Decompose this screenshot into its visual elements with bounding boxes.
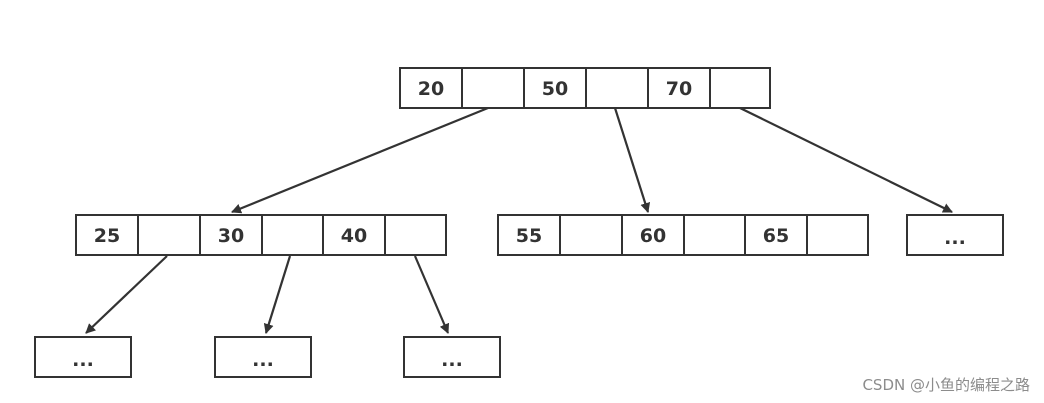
leaf-node-3: ... [403,336,501,378]
right-node-ellipsis: ... [944,227,966,249]
edges [85,106,953,334]
leaf-node-3-box [403,336,501,378]
leaf-node-1-ellipsis: ... [72,349,94,371]
middle-child-node: 55 60 65 [497,214,869,256]
middle-node-key-3: 65 [763,225,789,247]
middle-node-key-2: 60 [640,225,666,247]
left-child-node: 25 30 40 [75,214,447,256]
edge-root-to-left-node [231,106,489,214]
left-node-cell-pointer-1 [137,214,201,256]
leaf-node-2: ... [214,336,312,378]
right-node-box [906,214,1004,256]
edge-left-node-to-leaf-2 [263,255,292,334]
root-key-2: 50 [542,78,568,100]
left-node-cell-key-3 [322,214,386,256]
leaf-node-1: ... [34,336,132,378]
root-key-1: 20 [418,78,444,100]
edge-root-to-middle-node [613,107,651,213]
middle-node-key-1: 55 [516,225,542,247]
root-cell-pointer-3 [709,67,771,109]
left-node-cell-key-2 [199,214,263,256]
middle-node-cell-pointer-1 [559,214,623,256]
watermark-text: CSDN @小鱼的编程之路 [862,376,1030,394]
leaf-node-2-ellipsis: ... [252,349,274,371]
edge-left-node-to-leaf-3 [413,255,450,334]
right-child-node: ... [906,214,1004,256]
root-cell-pointer-1 [461,67,525,109]
left-node-key-2: 30 [218,225,244,247]
root-node: 20 50 70 [399,67,771,109]
leaf-node-3-ellipsis: ... [441,349,463,371]
root-cell-key-1 [399,67,463,109]
left-node-cell-key-1 [75,214,139,256]
left-node-cell-pointer-3 [384,214,447,256]
leaf-node-2-box [214,336,312,378]
middle-node-cell-pointer-2 [683,214,746,256]
middle-node-cell-key-3 [744,214,808,256]
edge-root-to-right-node [739,107,953,213]
middle-node-cell-key-2 [621,214,685,256]
left-node-cell-pointer-2 [261,214,324,256]
edge-left-node-to-leaf-1 [85,255,168,334]
left-node-key-1: 25 [94,225,120,247]
middle-node-cell-pointer-3 [806,214,869,256]
leaf-node-1-box [34,336,132,378]
root-key-3: 70 [666,78,692,100]
root-cell-pointer-2 [585,67,649,109]
left-node-key-3: 40 [341,225,367,247]
